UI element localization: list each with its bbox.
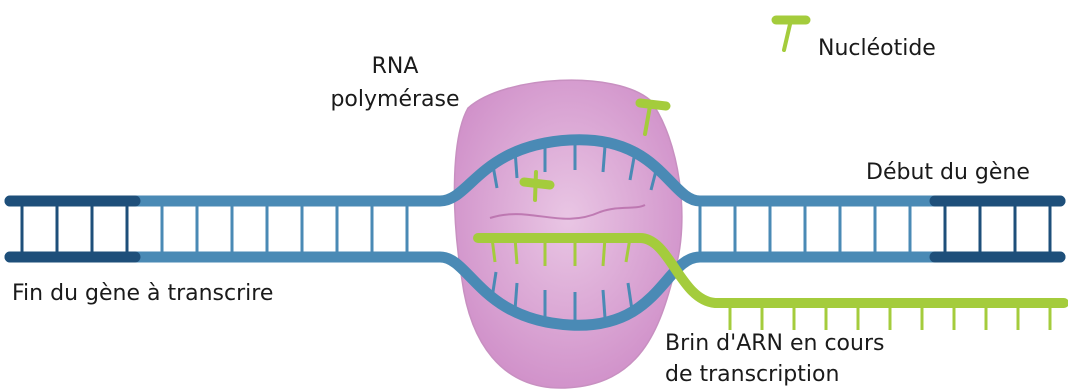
rna-polymerase-label-line1: RNA (372, 54, 419, 79)
rna-strand-label-line1: Brin d'ARN en cours (665, 331, 884, 356)
gene-end-label: Fin du gène à transcrire (12, 281, 273, 306)
rna-polymerase-label-line2: polymérase (330, 87, 459, 112)
gene-start-label: Début du gène (866, 160, 1030, 185)
rna-strand-label-line2: de transcription (665, 362, 839, 387)
nucleotide-legend-icon (776, 20, 806, 50)
nucleotide-label: Nucléotide (818, 36, 936, 61)
